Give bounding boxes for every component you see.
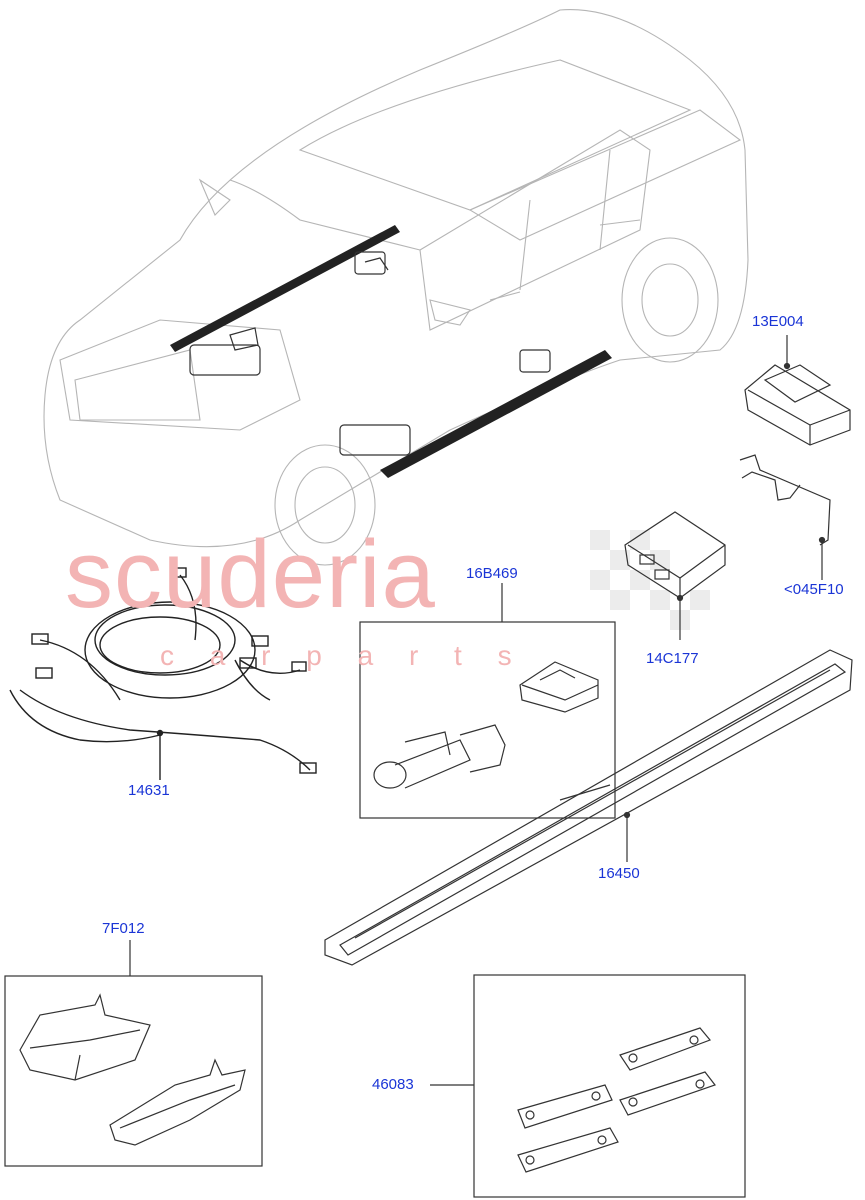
- motor-kit-16B469: [359, 583, 616, 819]
- callout-045F10[interactable]: <045F10: [784, 581, 844, 598]
- callout-13E004[interactable]: 13E004: [752, 313, 804, 330]
- checkered-flag-watermark: [590, 530, 710, 630]
- shield-kit-7F012: [4, 940, 263, 1167]
- wiring-harness-14631: [9, 567, 317, 780]
- running-board-16450: [324, 649, 853, 966]
- bracket-045F10: [739, 454, 831, 580]
- module-13E004: [744, 335, 851, 446]
- control-unit-14C177: [624, 511, 726, 640]
- callout-46083[interactable]: 46083: [372, 1076, 414, 1093]
- callout-14C177[interactable]: 14C177: [646, 650, 699, 667]
- vehicle-running-boards: [170, 225, 612, 478]
- callout-14631[interactable]: 14631: [128, 782, 170, 799]
- callout-7F012[interactable]: 7F012: [102, 920, 145, 937]
- callout-16450[interactable]: 16450: [598, 865, 640, 882]
- vehicle-outline: [43, 9, 749, 566]
- pad-set-46083: [430, 974, 746, 1198]
- callout-16B469[interactable]: 16B469: [466, 565, 518, 582]
